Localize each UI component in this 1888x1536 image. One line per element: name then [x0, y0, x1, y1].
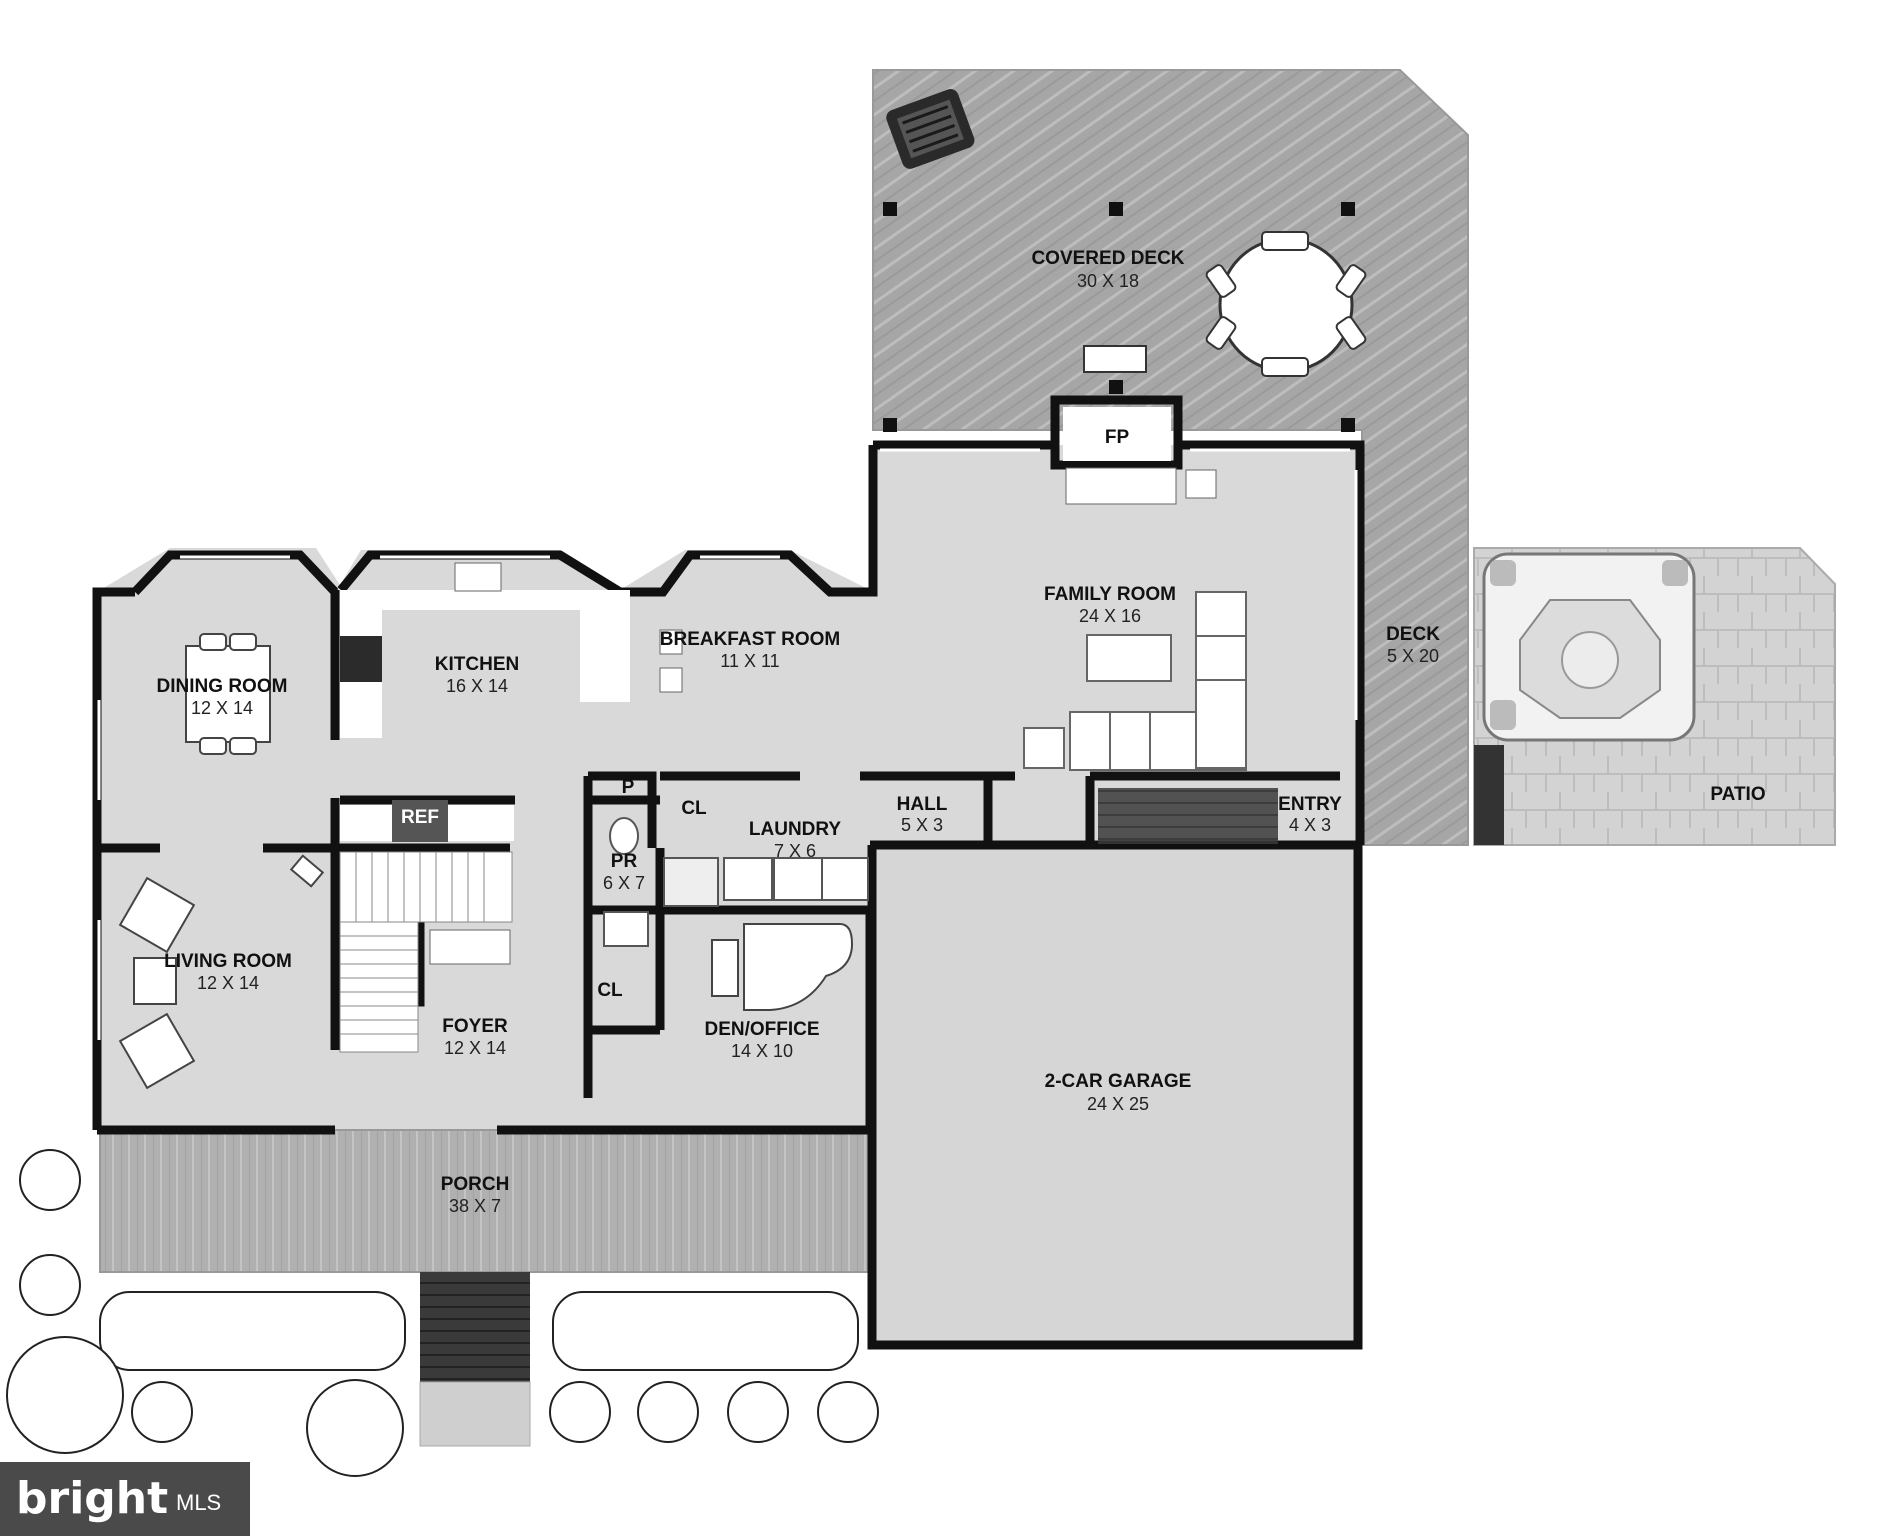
room-dims-den-office: 14 X 10	[731, 1041, 793, 1061]
room-dims-dining-room: 12 X 14	[191, 698, 253, 718]
room-label-closet-foyer: CL	[597, 980, 623, 1001]
bright-mls-logo: bright MLS	[0, 1462, 250, 1536]
kitchen-counters	[340, 562, 683, 842]
room-label-closet-laundry: CL	[681, 798, 707, 819]
room-dims-powder-room: 6 X 7	[603, 873, 645, 893]
garage: 2-CAR GARAGE 24 X 25	[872, 845, 1358, 1345]
room-label-foyer: FOYER	[442, 1016, 508, 1037]
laundry-appliances	[663, 857, 869, 907]
covered-deck: COVERED DECK 30 X 18 DECK 5 X 20	[872, 69, 1469, 846]
room-dims-family-room: 24 X 16	[1079, 606, 1141, 626]
bench-icon	[1083, 345, 1147, 373]
fireplace: FP	[1063, 407, 1217, 505]
toilet-icon	[603, 817, 649, 947]
room-dims-covered-deck: 30 X 18	[1077, 271, 1139, 291]
room-dims-foyer: 12 X 14	[444, 1038, 506, 1058]
room-label-living-room: LIVING ROOM	[164, 951, 292, 972]
grill-icon	[886, 89, 975, 169]
room-label-powder-room: PR	[611, 851, 638, 872]
room-label-pantry: P	[622, 777, 635, 798]
room-label-breakfast-room: BREAKFAST ROOM	[660, 629, 841, 650]
room-dims-living-room: 12 X 14	[197, 973, 259, 993]
porch: PORCH 38 X 7	[99, 1129, 871, 1447]
room-label-covered-deck: COVERED DECK	[1031, 248, 1184, 269]
room-label-dining-room: DINING ROOM	[157, 676, 288, 697]
shrub-icons	[6, 1149, 879, 1477]
sofa-icon	[1023, 591, 1247, 771]
stairs-entry	[1098, 788, 1278, 844]
room-label-den-office: DEN/OFFICE	[704, 1019, 819, 1040]
room-label-family-room: FAMILY ROOM	[1044, 584, 1176, 605]
room-label-hall: HALL	[897, 794, 948, 815]
room-label-patio: PATIO	[1710, 784, 1765, 805]
room-label-fireplace: FP	[1105, 427, 1130, 448]
svg-text:MLS: MLS	[176, 1490, 221, 1515]
dining-table-icon	[185, 633, 271, 755]
refrigerator-icon	[392, 800, 448, 842]
room-dims-hall: 5 X 3	[901, 815, 943, 835]
room-label-laundry: LAUNDRY	[749, 819, 842, 840]
patio-table-icon	[1205, 231, 1367, 377]
hedges	[99, 1291, 859, 1371]
room-dims-garage: 24 X 25	[1087, 1094, 1149, 1114]
room-label-deck: DECK	[1386, 624, 1440, 645]
room-dims-porch: 38 X 7	[449, 1196, 501, 1216]
windows	[97, 448, 1358, 1040]
room-dims-kitchen: 16 X 14	[446, 676, 508, 696]
piano-icon	[711, 923, 854, 1011]
svg-text:bright: bright	[16, 1473, 168, 1524]
room-label-garage: 2-CAR GARAGE	[1045, 1071, 1192, 1092]
hot-tub-icon	[1482, 552, 1696, 742]
room-label-ref: REF	[401, 807, 439, 828]
armchair-icon	[118, 854, 325, 1090]
room-dims-breakfast-room: 11 X 11	[720, 651, 779, 671]
room-dims-laundry: 7 X 6	[774, 841, 816, 861]
room-dims-deck: 5 X 20	[1387, 646, 1439, 666]
room-label-entry: ENTRY	[1278, 794, 1342, 815]
room-dims-entry: 4 X 3	[1289, 815, 1331, 835]
stairs-foyer	[339, 851, 513, 1053]
walls	[92, 395, 1365, 1350]
room-label-kitchen: KITCHEN	[435, 654, 519, 675]
room-label-porch: PORCH	[441, 1174, 510, 1195]
patio: PATIO	[1473, 547, 1836, 846]
